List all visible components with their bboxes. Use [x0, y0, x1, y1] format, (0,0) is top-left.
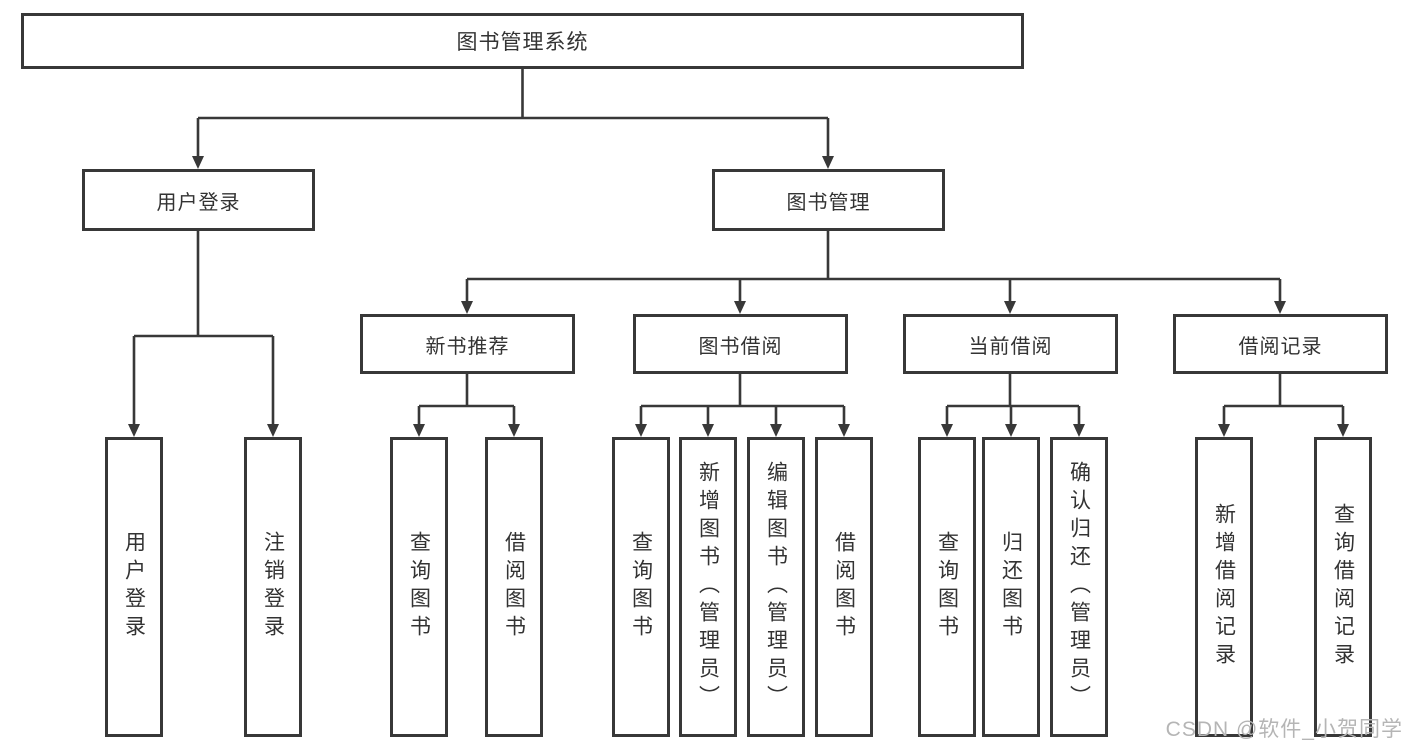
connector-newbook-to-leaves — [413, 374, 520, 437]
node-root-system: 图书管理系统 — [21, 13, 1024, 69]
arrowhead-icon — [1218, 424, 1230, 437]
leaf-label: 编辑图书（管理员） — [764, 461, 788, 713]
leaf-label: 查询图书 — [935, 531, 959, 643]
arrowhead-icon — [1073, 424, 1085, 437]
arrowhead-icon — [413, 424, 425, 437]
leaf-label: 新增借阅记录 — [1212, 503, 1236, 671]
connector-login-to-leaves — [128, 231, 279, 437]
arrowhead-icon — [770, 424, 782, 437]
leaf-edit-book-admin: 编辑图书（管理员） — [747, 437, 805, 737]
arrowhead-icon — [734, 301, 746, 314]
arrowhead-icon — [1274, 301, 1286, 314]
leaf-query-borrow-record: 查询借阅记录 — [1314, 437, 1372, 737]
leaf-return-book: 归还图书 — [982, 437, 1040, 737]
leaf-borrow-book-2: 借阅图书 — [815, 437, 873, 737]
leaf-label: 查询图书 — [629, 531, 653, 643]
leaf-label: 归还图书 — [999, 531, 1023, 643]
node-book-management: 图书管理 — [712, 169, 945, 231]
leaf-label: 查询借阅记录 — [1331, 503, 1355, 671]
arrowhead-icon — [461, 301, 473, 314]
node-current-borrow: 当前借阅 — [903, 314, 1118, 374]
leaf-user-login: 用户登录 — [105, 437, 163, 737]
node-user-login: 用户登录 — [82, 169, 315, 231]
leaf-query-book-1: 查询图书 — [390, 437, 448, 737]
leaf-label: 用户登录 — [122, 531, 146, 643]
leaf-add-book-admin: 新增图书（管理员） — [679, 437, 737, 737]
leaf-label: 新增图书（管理员） — [696, 461, 720, 713]
arrowhead-icon — [702, 424, 714, 437]
node-new-book-recommend: 新书推荐 — [360, 314, 575, 374]
leaf-label: 确认归还（管理员） — [1067, 461, 1091, 713]
csdn-watermark: CSDN @软件_小贺同学 — [1165, 718, 1403, 741]
connector-record-to-leaves — [1218, 374, 1349, 437]
leaf-label: 查询图书 — [407, 531, 431, 643]
leaf-logout: 注销登录 — [244, 437, 302, 737]
arrowhead-icon — [1337, 424, 1349, 437]
arrowhead-icon — [635, 424, 647, 437]
leaf-label: 注销登录 — [261, 531, 285, 643]
arrowhead-icon — [941, 424, 953, 437]
connector-root-to-level2 — [192, 69, 834, 169]
arrowhead-icon — [267, 424, 279, 437]
arrowhead-icon — [192, 156, 204, 169]
arrowhead-icon — [1004, 301, 1016, 314]
node-borrow-record: 借阅记录 — [1173, 314, 1388, 374]
leaf-query-book-3: 查询图书 — [918, 437, 976, 737]
connector-management-to-level3 — [461, 231, 1286, 314]
leaf-label: 借阅图书 — [502, 531, 526, 643]
leaf-query-book-2: 查询图书 — [612, 437, 670, 737]
leaf-label: 借阅图书 — [832, 531, 856, 643]
connector-current-to-leaves — [941, 374, 1085, 437]
leaf-borrow-book-1: 借阅图书 — [485, 437, 543, 737]
node-book-borrow: 图书借阅 — [633, 314, 848, 374]
arrowhead-icon — [838, 424, 850, 437]
leaf-confirm-return-admin: 确认归还（管理员） — [1050, 437, 1108, 737]
leaf-add-borrow-record: 新增借阅记录 — [1195, 437, 1253, 737]
arrowhead-icon — [822, 156, 834, 169]
connector-borrow-to-leaves — [635, 374, 850, 437]
arrowhead-icon — [128, 424, 140, 437]
arrowhead-icon — [508, 424, 520, 437]
arrowhead-icon — [1005, 424, 1017, 437]
